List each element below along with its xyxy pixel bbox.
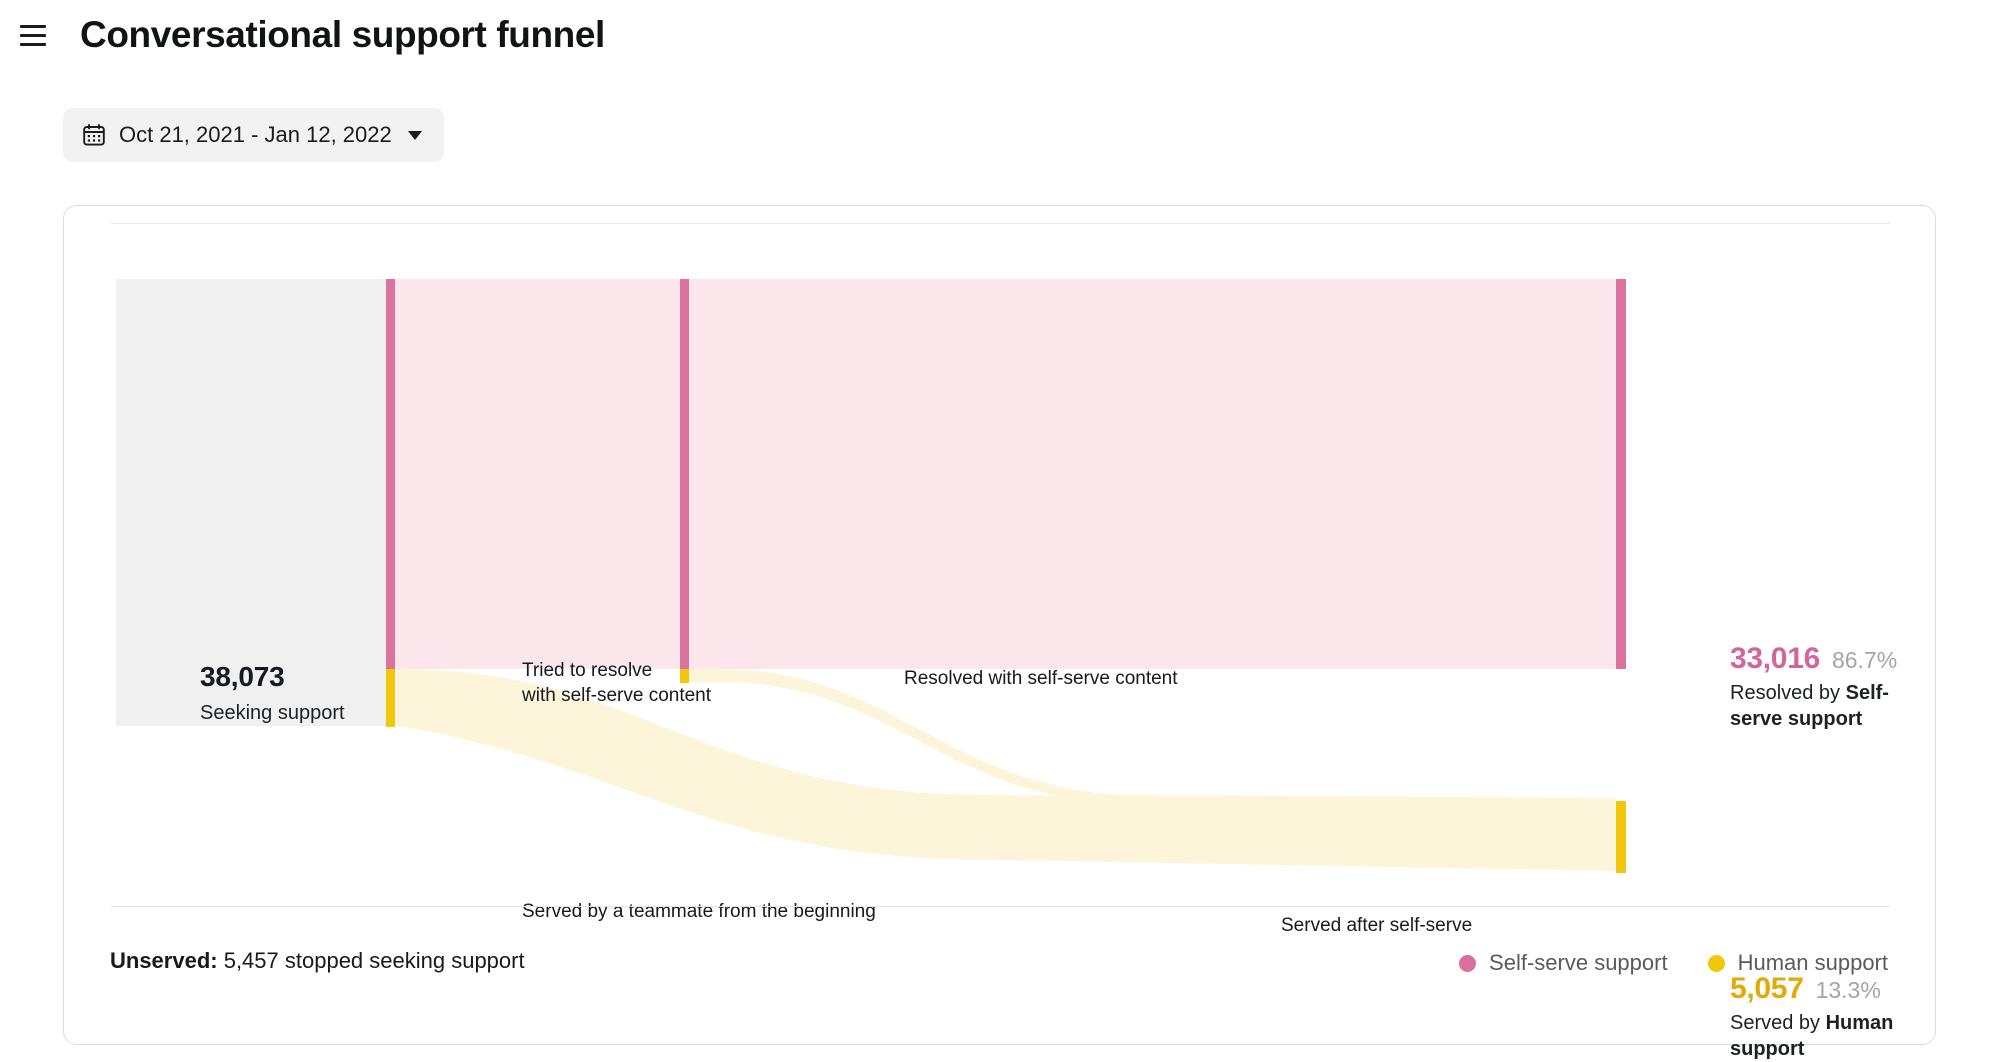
flow-label-resolved-self-serve: Resolved with self-serve content [904,668,1178,689]
hamburger-menu-icon[interactable] [16,18,50,52]
source-label: Seeking support [200,702,345,724]
legend-dot-human-icon [1707,954,1725,972]
sankey-svg [116,279,1626,873]
outcome-self-serve-value: 33,016 [1730,642,1820,675]
legend-label-human: Human support [1737,950,1888,975]
flow-label-served-after-self-serve: Served after self-serve [1281,915,1473,936]
node-bar-2-pink [680,279,689,669]
funnel-card: 38,073 Seeking support Tried to resolve … [63,205,1937,1060]
chevron-down-icon [407,130,422,140]
sankey-chart: 38,073 Seeking support Tried to resolve … [64,206,1937,936]
outcome-self-serve: 33,016 86.7% Resolved by Self-serve supp… [1730,642,1935,732]
outcome-human-row: 5,057 13.3% [1730,972,1935,1006]
date-range-label: Oct 21, 2021 - Jan 12, 2022 [119,122,392,147]
flow-served-teammate-beginning [394,669,1616,871]
page-title: Conversational support funnel [80,14,605,55]
outcome-self-serve-name: Self-serve support [1730,682,1889,730]
legend-dot-self-serve-icon [1459,954,1477,972]
card-top-divider [111,223,1890,224]
legend-item-human[interactable]: Human support [1707,950,1888,976]
date-range-picker[interactable]: Oct 21, 2021 - Jan 12, 2022 [63,108,444,162]
source-value: 38,073 [200,661,285,692]
card-bottom-divider [111,906,1890,907]
legend-label-self-serve: Self-serve support [1489,950,1668,975]
outcome-human-percent: 13.3% [1815,977,1881,1003]
top-bar: Conversational support funnel [0,0,2000,70]
outcome-human-description: Served by Human support [1730,1010,1935,1062]
outcome-human-value: 5,057 [1730,972,1804,1005]
calendar-icon [83,124,105,146]
chart-legend: Self-serve support Human support [1459,950,1888,976]
node-bar-1-pink [386,279,395,669]
legend-item-self-serve[interactable]: Self-serve support [1459,950,1668,976]
outcome-human: 5,057 13.3% Served by Human support [1730,972,1935,1062]
unserved-label: Unserved: [110,948,218,973]
source-block [116,279,388,726]
flow-tried-self-serve [394,279,685,669]
outcome-self-serve-description: Resolved by Self-serve support [1730,680,1935,732]
flow-label-served-teammate-beginning: Served by a teammate from the beginning [522,901,876,922]
outcome-self-serve-row: 33,016 86.7% [1730,642,1935,676]
flow-served-after-self-serve [688,669,1616,807]
unserved-summary: Unserved: 5,457 stopped seeking support [110,948,525,974]
outcome-human-name: Human support [1730,1012,1894,1060]
outcome-self-serve-percent: 86.7% [1831,647,1898,673]
node-bar-1-yellow [386,669,395,727]
flow-label-tried-self-serve: Tried to resolve with self-serve content [522,660,712,706]
flow-resolved-self-serve [688,279,1616,669]
node-bar-outcome-human [1616,801,1626,873]
outcome-self-serve-prefix: Resolved by [1730,682,1846,704]
node-bar-2-yellow [680,669,689,683]
node-bar-outcome-self-serve [1616,279,1626,669]
outcome-human-prefix: Served by [1730,1012,1826,1034]
unserved-text: 5,457 stopped seeking support [217,948,525,973]
